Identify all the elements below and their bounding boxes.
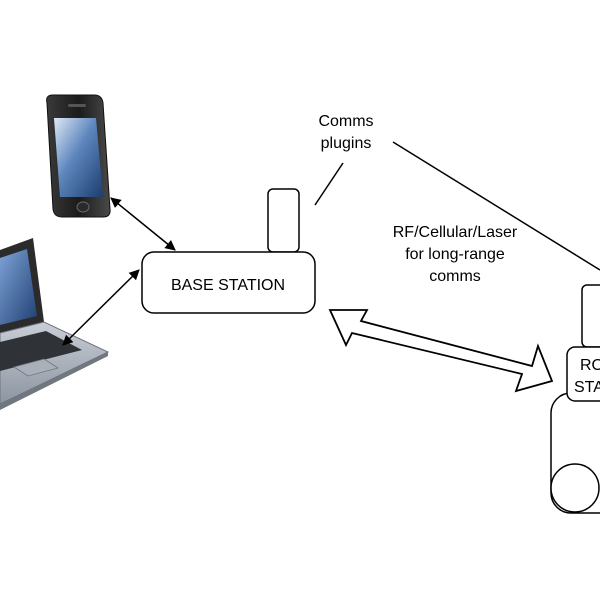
long-range-label-line3: comms (429, 268, 481, 285)
phone-link-arrow (110, 197, 176, 251)
base-station-antenna (267, 188, 300, 253)
rover-station-label-line1: RO (580, 357, 600, 374)
long-range-label-line1: RF/Cellular/Laser (393, 224, 518, 241)
laptop-icon (0, 238, 110, 410)
base-station-label: BASE STATION (171, 277, 285, 294)
comms-plugins-label-line2: plugins (321, 135, 372, 152)
rover-antenna (581, 284, 600, 348)
long-range-link-arrow (328, 309, 554, 393)
rover-wheel (550, 463, 600, 513)
rover-station-label-line2: STA (574, 379, 600, 396)
rover-connection-line (392, 141, 600, 271)
base-station-box (141, 251, 316, 314)
laptop-link-arrow (62, 269, 140, 346)
smartphone-icon (46, 94, 111, 218)
comms-plugins-pointer (314, 162, 344, 206)
rover-station-box (566, 346, 600, 402)
comms-plugins-label-line1: Comms (318, 113, 373, 130)
long-range-label-line2: for long-range (405, 246, 505, 263)
